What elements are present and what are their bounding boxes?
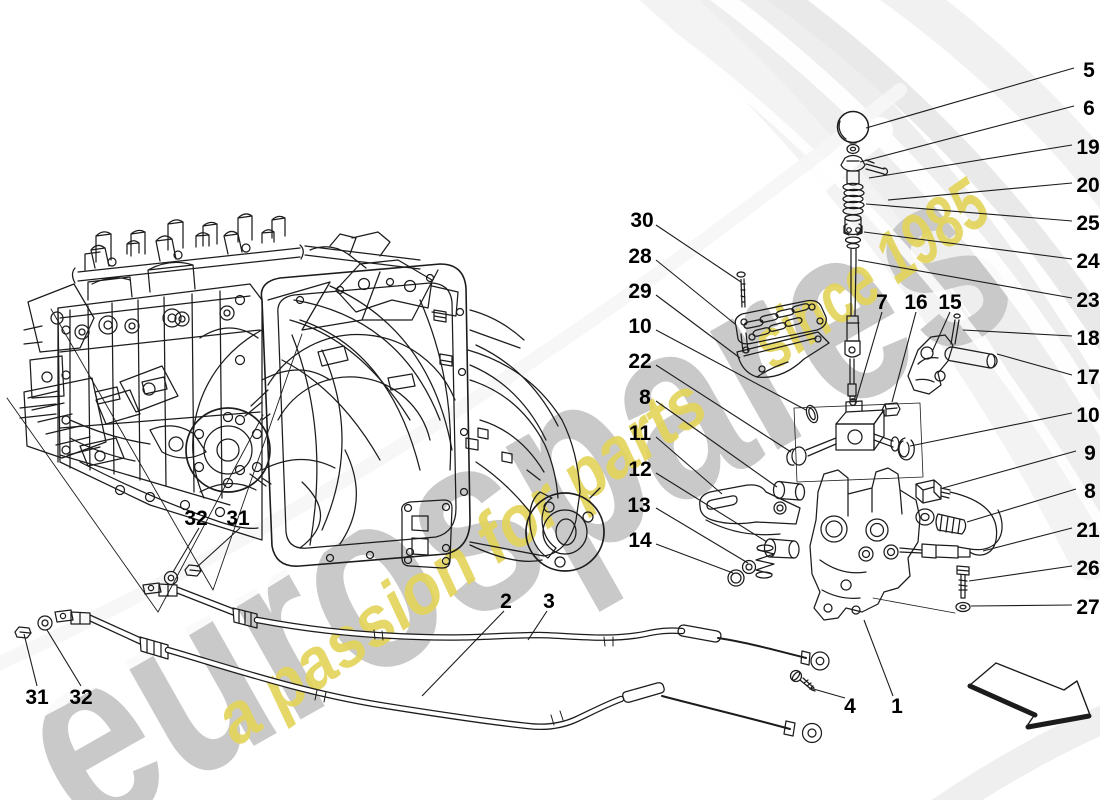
svg-text:24: 24: [1076, 250, 1100, 273]
svg-text:4: 4: [844, 695, 856, 718]
svg-text:26: 26: [1076, 557, 1099, 580]
svg-text:19: 19: [1076, 136, 1099, 159]
svg-text:30: 30: [630, 209, 653, 232]
svg-text:32: 32: [69, 686, 92, 709]
svg-text:12: 12: [628, 458, 651, 481]
svg-text:17: 17: [1076, 366, 1099, 389]
svg-text:8: 8: [639, 386, 651, 409]
svg-text:18: 18: [1076, 327, 1100, 350]
svg-text:13: 13: [627, 494, 650, 517]
svg-text:7: 7: [876, 291, 888, 314]
svg-text:14: 14: [628, 529, 652, 552]
svg-text:27: 27: [1076, 596, 1099, 619]
svg-text:10: 10: [628, 315, 651, 338]
svg-text:23: 23: [1076, 289, 1099, 312]
svg-text:32: 32: [184, 507, 207, 530]
svg-text:28: 28: [628, 245, 652, 268]
svg-text:8: 8: [1084, 480, 1096, 503]
svg-text:5: 5: [1083, 59, 1095, 82]
svg-text:31: 31: [25, 686, 49, 709]
svg-text:15: 15: [938, 291, 962, 314]
svg-text:29: 29: [628, 280, 651, 303]
svg-text:11: 11: [629, 422, 652, 445]
svg-text:6: 6: [1083, 97, 1095, 120]
svg-text:20: 20: [1076, 174, 1099, 197]
svg-text:16: 16: [904, 291, 927, 314]
svg-text:1: 1: [891, 695, 903, 718]
svg-text:9: 9: [1084, 442, 1096, 465]
svg-text:2: 2: [500, 590, 512, 613]
svg-text:3: 3: [543, 590, 555, 613]
svg-text:10: 10: [1076, 404, 1099, 427]
svg-text:22: 22: [628, 350, 651, 373]
svg-text:25: 25: [1076, 212, 1100, 235]
svg-text:31: 31: [226, 507, 250, 530]
svg-text:21: 21: [1076, 519, 1100, 542]
